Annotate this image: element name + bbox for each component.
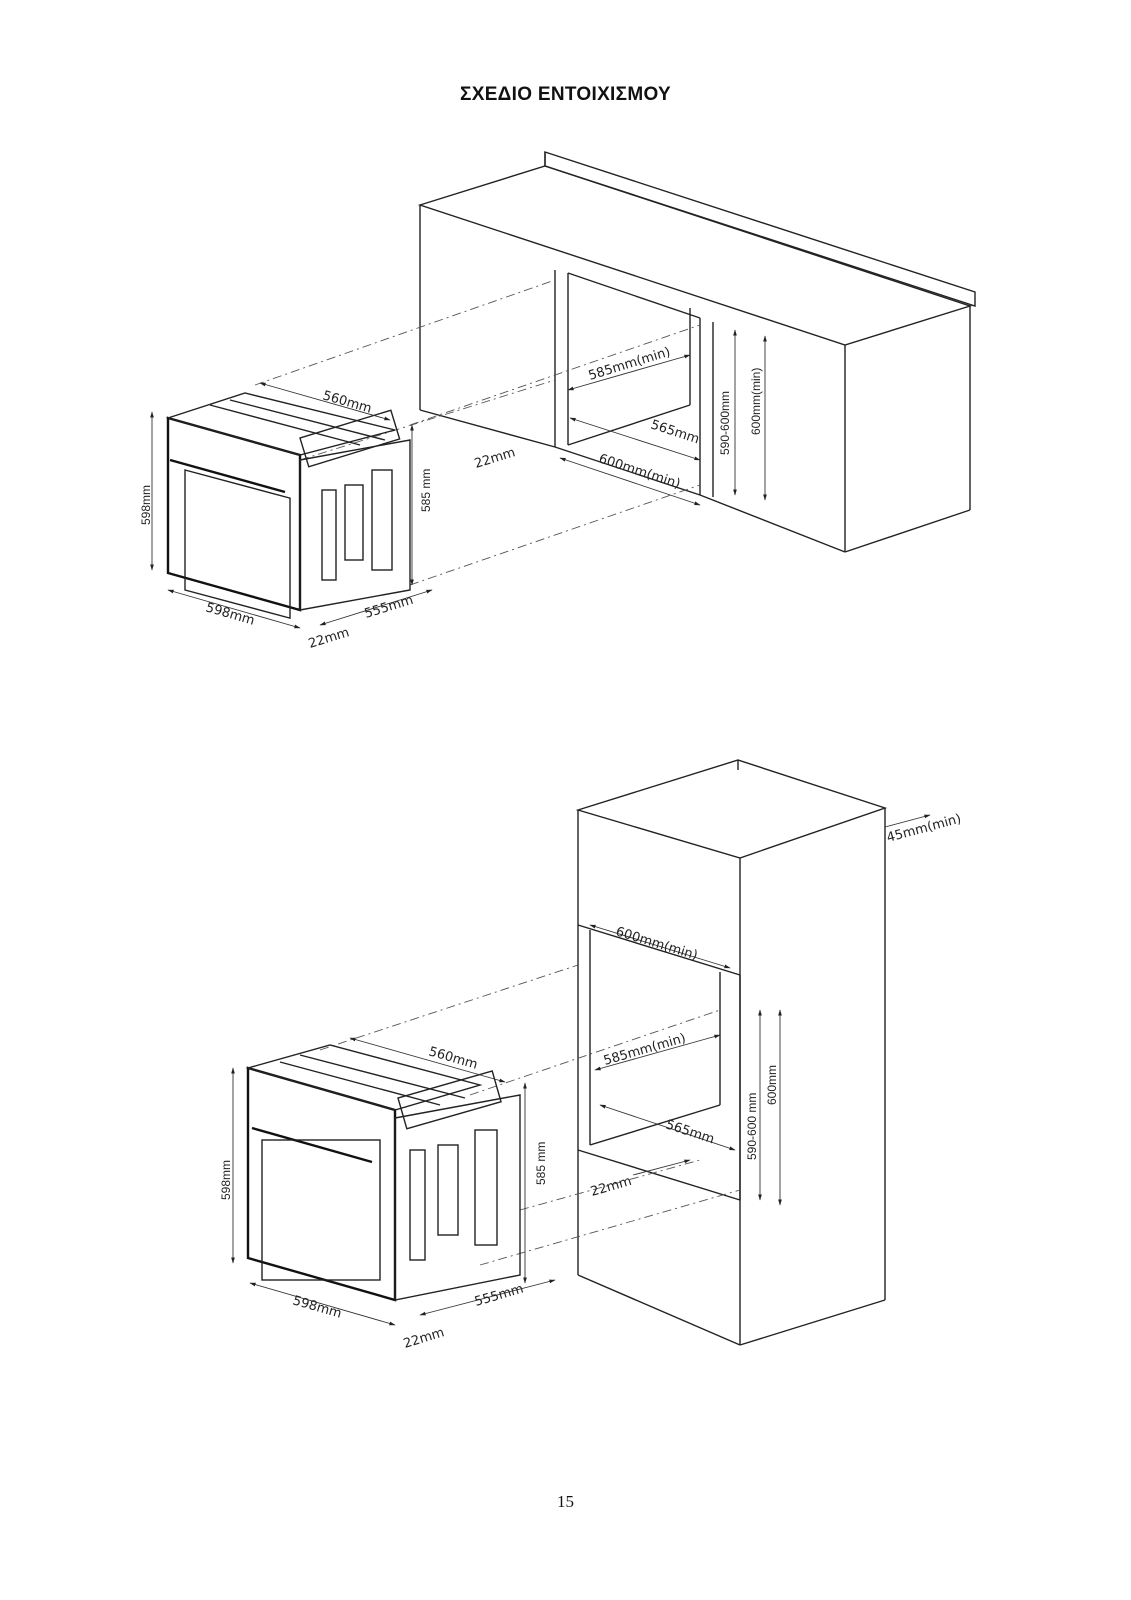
dim-oven2-depth-top: 560mm [427,1044,479,1072]
diagram-under-counter: 598mm 598mm 560mm 555mm 22mm 585 mm 585m… [139,151,976,652]
dim-oven1-height: 598mm [139,485,153,525]
dim-cab1-depth: 565mm [649,418,701,448]
dim-oven1-body-height: 585 mm [419,469,433,512]
dim-oven2-body-height: 585 mm [534,1142,548,1185]
page-number: 15 [557,1492,574,1511]
dim-oven1-front: 22mm [307,625,351,652]
dim-cab2-front-offset: 22mm [589,1174,633,1200]
dim-cab2-width: 600mm(min) [614,924,699,963]
dim-cab1-front-offset: 22mm [473,445,517,472]
oven-2 [245,1044,521,1302]
kitchen-cabinet-run [417,151,976,553]
dim-cab1-width: 600mm(min) [597,452,682,492]
page-title: ΣΧΕΔΙΟ ΕΝΤΟΙΧΙΣΜΟΥ [460,84,671,105]
dim-cab1-opening-width: 585mm(min) [587,345,672,384]
dim-cab2-opening-width: 585mm(min) [602,1031,688,1069]
dim-oven1-width: 598mm [204,600,256,628]
dim-oven2-front: 22mm [402,1325,446,1352]
dim-oven2-depth-bottom: 555mm [473,1282,525,1310]
diagram-column: 598mm 598mm 560mm 555mm 22mm 585 mm 45mm… [219,759,963,1352]
dim-oven2-height: 598mm [219,1160,233,1200]
dim-cab1-opening-height: 590-600mm [718,391,732,455]
oven-1 [165,392,411,620]
dim-cab2-height: 600mm [765,1065,779,1105]
dim-oven2-width: 598mm [291,1293,343,1321]
dim-cab2-opening-height: 590-600 mm [745,1093,759,1160]
dim-oven1-depth-top: 560mm [321,388,373,416]
dim-cab1-height: 600mm(min) [749,368,763,435]
dim-cab2-depth: 565mm [664,1118,716,1148]
